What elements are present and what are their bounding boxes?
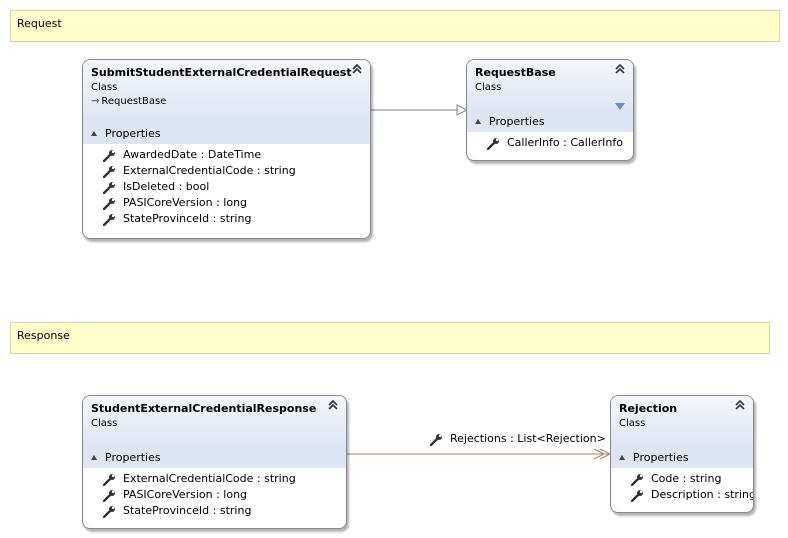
inheritance-arrowhead — [456, 104, 469, 116]
section-label: Properties — [105, 127, 161, 140]
section-label: Properties — [633, 451, 689, 464]
member-list: CallerInfo : CallerInfo — [467, 132, 633, 155]
wrench-icon — [103, 165, 117, 178]
member-list: ExternalCredentialCode : string PASICore… — [83, 468, 346, 523]
member-item[interactable]: StateProvinceId : string — [103, 503, 346, 519]
response-note-text: Response — [17, 329, 70, 342]
member-item[interactable]: ExternalCredentialCode : string — [103, 471, 346, 487]
member-item[interactable]: AwardedDate : DateTime — [103, 147, 370, 163]
wrench-icon — [631, 489, 645, 502]
member-item[interactable]: Code : string — [631, 471, 753, 487]
wrench-icon — [103, 149, 117, 162]
rejections-label-text: Rejections : List<Rejection> — [450, 432, 606, 445]
inheritance-connector[interactable] — [371, 104, 469, 116]
collapse-triangle-icon[interactable] — [91, 130, 97, 136]
filter-icon[interactable] — [615, 103, 625, 110]
member-label: StateProvinceId : string — [123, 504, 252, 517]
member-label: PASICoreVersion : long — [123, 196, 248, 209]
wrench-icon — [103, 473, 117, 486]
member-item[interactable]: ExternalCredentialCode : string — [103, 163, 370, 179]
properties-section-header[interactable]: Properties — [83, 448, 346, 468]
wrench-icon — [631, 473, 645, 486]
properties-section-header[interactable]: Properties — [611, 448, 753, 468]
class-kind: Class — [475, 82, 502, 93]
collapse-triangle-icon[interactable] — [475, 118, 481, 124]
class-name: RequestBase — [475, 66, 556, 79]
member-label: AwardedDate : DateTime — [123, 148, 262, 161]
class-rejection[interactable]: Rejection Class Properties Code : string… — [610, 395, 754, 513]
class-header: SubmitStudentExternalCredentialRequest C… — [83, 60, 370, 124]
response-note[interactable]: Response — [10, 322, 770, 354]
double-chevron-up-icon[interactable] — [328, 399, 338, 413]
class-request-base[interactable]: RequestBase Class Properties CallerInfo … — [466, 59, 634, 161]
collapse-triangle-icon[interactable] — [619, 454, 625, 460]
class-kind: Class — [91, 82, 118, 93]
class-submit-student-external-credential-request[interactable]: SubmitStudentExternalCredentialRequest C… — [82, 59, 371, 239]
base-type-name: RequestBase — [101, 96, 167, 107]
member-item[interactable]: PASICoreVersion : long — [103, 487, 346, 503]
properties-section-header[interactable]: Properties — [467, 112, 633, 132]
wrench-icon — [103, 181, 117, 194]
class-name: StudentExternalCredentialResponse — [91, 402, 317, 415]
member-label: IsDeleted : bool — [123, 180, 210, 193]
section-label: Properties — [489, 115, 545, 128]
class-header: Rejection Class — [611, 396, 753, 448]
wrench-icon — [103, 213, 117, 226]
member-label: Description : string — [651, 488, 754, 501]
member-label: Code : string — [651, 472, 722, 485]
member-label: ExternalCredentialCode : string — [123, 164, 296, 177]
class-header: StudentExternalCredentialResponse Class — [83, 396, 346, 448]
inherits-arrow-icon: ⇾ — [91, 96, 100, 107]
association-connector[interactable] — [347, 448, 612, 460]
member-label: PASICoreVersion : long — [123, 488, 248, 501]
member-label: StateProvinceId : string — [123, 212, 252, 225]
wrench-icon — [103, 505, 117, 518]
wrench-icon — [103, 197, 117, 210]
collapse-triangle-icon[interactable] — [91, 454, 97, 460]
class-name: SubmitStudentExternalCredentialRequest — [91, 66, 352, 79]
wrench-icon — [103, 489, 117, 502]
class-base-type: ⇾RequestBase — [91, 95, 362, 109]
double-chevron-up-icon[interactable] — [615, 63, 625, 77]
member-list: AwardedDate : DateTime ExternalCredentia… — [83, 144, 370, 231]
rejections-association-label[interactable]: Rejections : List<Rejection> — [430, 432, 606, 446]
member-item[interactable]: IsDeleted : bool — [103, 179, 370, 195]
member-item[interactable]: PASICoreVersion : long — [103, 195, 370, 211]
wrench-icon — [430, 433, 444, 446]
member-item[interactable]: Description : string — [631, 487, 753, 503]
wrench-icon — [487, 137, 501, 150]
member-list: Code : string Description : string — [611, 468, 753, 507]
class-student-external-credential-response[interactable]: StudentExternalCredentialResponse Class … — [82, 395, 347, 529]
member-item[interactable]: StateProvinceId : string — [103, 211, 370, 227]
class-name: Rejection — [619, 402, 678, 415]
section-label: Properties — [105, 451, 161, 464]
properties-section-header[interactable]: Properties — [83, 124, 370, 144]
association-arrowhead — [593, 448, 606, 460]
class-header: RequestBase Class — [467, 60, 633, 112]
request-note[interactable]: Request — [10, 10, 780, 42]
member-item[interactable]: CallerInfo : CallerInfo — [487, 135, 633, 151]
double-chevron-up-icon[interactable] — [352, 63, 362, 77]
class-kind: Class — [619, 418, 646, 429]
request-note-text: Request — [17, 17, 62, 30]
double-chevron-up-icon[interactable] — [735, 399, 745, 413]
member-label: ExternalCredentialCode : string — [123, 472, 296, 485]
class-kind: Class — [91, 418, 118, 429]
member-label: CallerInfo : CallerInfo — [507, 136, 623, 149]
